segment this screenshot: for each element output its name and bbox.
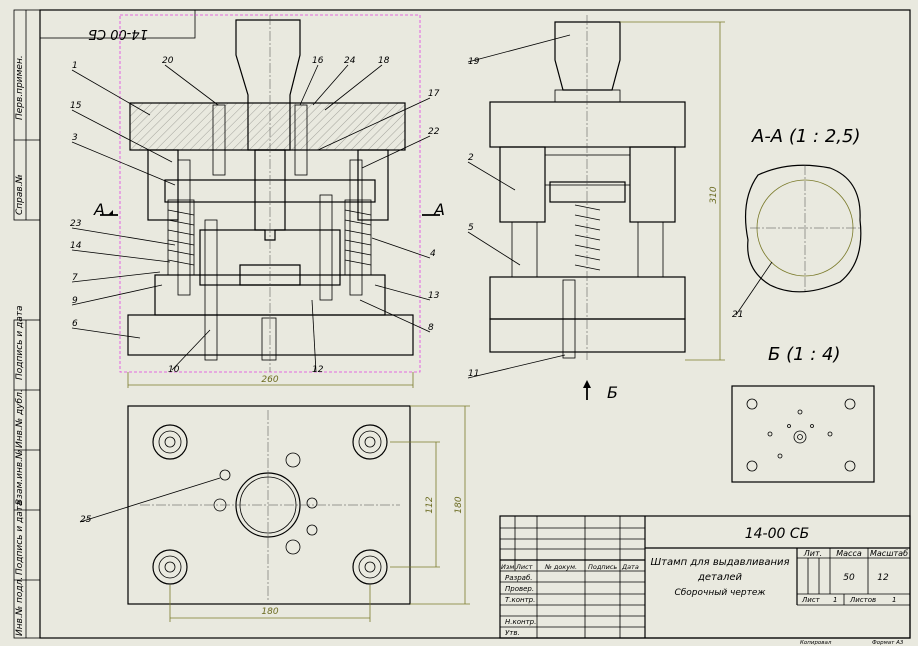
part-number: 3 bbox=[72, 133, 78, 143]
mass-value: 50 bbox=[843, 573, 855, 583]
row-tkontr: Т.контр. bbox=[505, 596, 535, 604]
part-number: 6 bbox=[72, 319, 78, 329]
lit-header: Лит. bbox=[803, 549, 822, 558]
part-number: 25 bbox=[80, 515, 92, 525]
part-number: 12 bbox=[312, 365, 324, 375]
col-header-data: Дата bbox=[621, 563, 639, 571]
scale-value: 12 bbox=[877, 573, 889, 583]
part-number: 4 bbox=[430, 249, 436, 259]
side-label-podpis-2: Подпись и дата bbox=[15, 500, 25, 575]
col-header-podpis: Подпись bbox=[588, 563, 617, 571]
side-label-inv-podl: Инв.№ подл. bbox=[15, 577, 25, 636]
part-number: 9 bbox=[72, 296, 78, 306]
row-razrab: Разраб. bbox=[505, 574, 533, 582]
dim-plan-inner: 112 bbox=[425, 496, 435, 513]
section-aa-title: А-А (1 : 2,5) bbox=[751, 126, 860, 147]
part-number: 5 bbox=[468, 223, 474, 233]
part-number: 19 bbox=[468, 57, 480, 67]
side-label-podpis-1: Подпись и дата bbox=[15, 305, 25, 380]
side-view-callouts: 19 2 5 11 bbox=[467, 34, 571, 379]
part-number: 13 bbox=[428, 291, 440, 301]
section-mark-a-left: А bbox=[93, 200, 105, 219]
sheet-label: Лист bbox=[801, 596, 821, 604]
side-label-vzam-inv: Взам.инв.№ bbox=[15, 450, 25, 505]
section-mark-a-right: А bbox=[433, 200, 445, 219]
part-number: 20 bbox=[162, 56, 174, 66]
row-utv: Утв. bbox=[505, 629, 520, 637]
part-number: 7 bbox=[72, 273, 78, 283]
dim-width-main: 260 bbox=[261, 375, 278, 385]
stamp-designation: 14-00 СБ bbox=[88, 26, 148, 41]
plan-view: 180 112 180 25 bbox=[79, 405, 470, 622]
title-name-line-2: деталей bbox=[697, 572, 743, 583]
col-header-dokum: № докум. bbox=[544, 563, 577, 571]
part-number: 18 bbox=[378, 56, 390, 66]
guide-post-holes bbox=[152, 424, 388, 585]
col-header-list: Лист bbox=[515, 563, 533, 571]
part-number: 2 bbox=[468, 153, 474, 163]
dim-plan-height: 180 bbox=[454, 496, 464, 513]
dim-height-side: 310 bbox=[709, 186, 719, 203]
part-number: 21 bbox=[732, 310, 743, 320]
part-number: 17 bbox=[428, 89, 440, 99]
section-mark-b: Б bbox=[607, 383, 618, 402]
title-designation: 14-00 СБ bbox=[745, 526, 810, 542]
section-aa-view: А-А (1 : 2,5) 21 bbox=[732, 126, 862, 320]
view-b-title: Б (1 : 4) bbox=[768, 344, 841, 365]
part-number: 24 bbox=[344, 56, 356, 66]
row-prover: Провер. bbox=[505, 585, 534, 593]
part-number: 10 bbox=[168, 365, 180, 375]
part-number: 23 bbox=[70, 219, 82, 229]
part-number: 15 bbox=[70, 101, 82, 111]
title-name-line-1: Штамп для выдавливания bbox=[650, 557, 789, 568]
part-number: 8 bbox=[428, 323, 434, 333]
main-view-callouts: 1 15 3 23 14 7 9 6 10 20 16 24 18 17 22 … bbox=[70, 56, 440, 375]
side-label-perv-primen: Перв.примен. bbox=[15, 55, 25, 120]
side-view: 310 Б bbox=[489, 15, 725, 402]
part-number: 22 bbox=[428, 127, 440, 137]
format-label: Формат А3 bbox=[872, 640, 904, 646]
mass-header: Масса bbox=[836, 549, 862, 558]
left-side-column: Перв.примен. Справ.№ Подпись и дата Инв.… bbox=[13, 9, 41, 639]
sheets-label: Листов bbox=[849, 596, 876, 604]
row-nkontr: Н.контр. bbox=[505, 618, 536, 626]
part-number: 11 bbox=[468, 369, 479, 379]
title-block: 14-00 СБ Штамп для выдавливания деталей … bbox=[499, 515, 911, 646]
upside-down-stamp: 14-00 СБ bbox=[39, 9, 196, 41]
copied-label: Копировал bbox=[800, 640, 832, 646]
dim-plan-bottom: 180 bbox=[261, 607, 278, 617]
sheets-value: 1 bbox=[892, 596, 896, 604]
side-label-inv-dubl: Инв.№ дубл. bbox=[15, 389, 25, 448]
sheet-value: 1 bbox=[833, 596, 837, 604]
scale-header: Масштаб bbox=[870, 549, 908, 558]
view-b: Б (1 : 4) bbox=[731, 344, 875, 483]
part-number: 14 bbox=[70, 241, 82, 251]
part-number: 16 bbox=[312, 56, 324, 66]
col-header-izm: Изм. bbox=[501, 563, 516, 571]
main-section-view: А А 260 bbox=[93, 14, 445, 388]
title-name-line-3: Сборочный чертеж bbox=[674, 588, 766, 598]
side-label-sprav: Справ.№ bbox=[15, 174, 25, 215]
part-number: 1 bbox=[72, 61, 78, 71]
